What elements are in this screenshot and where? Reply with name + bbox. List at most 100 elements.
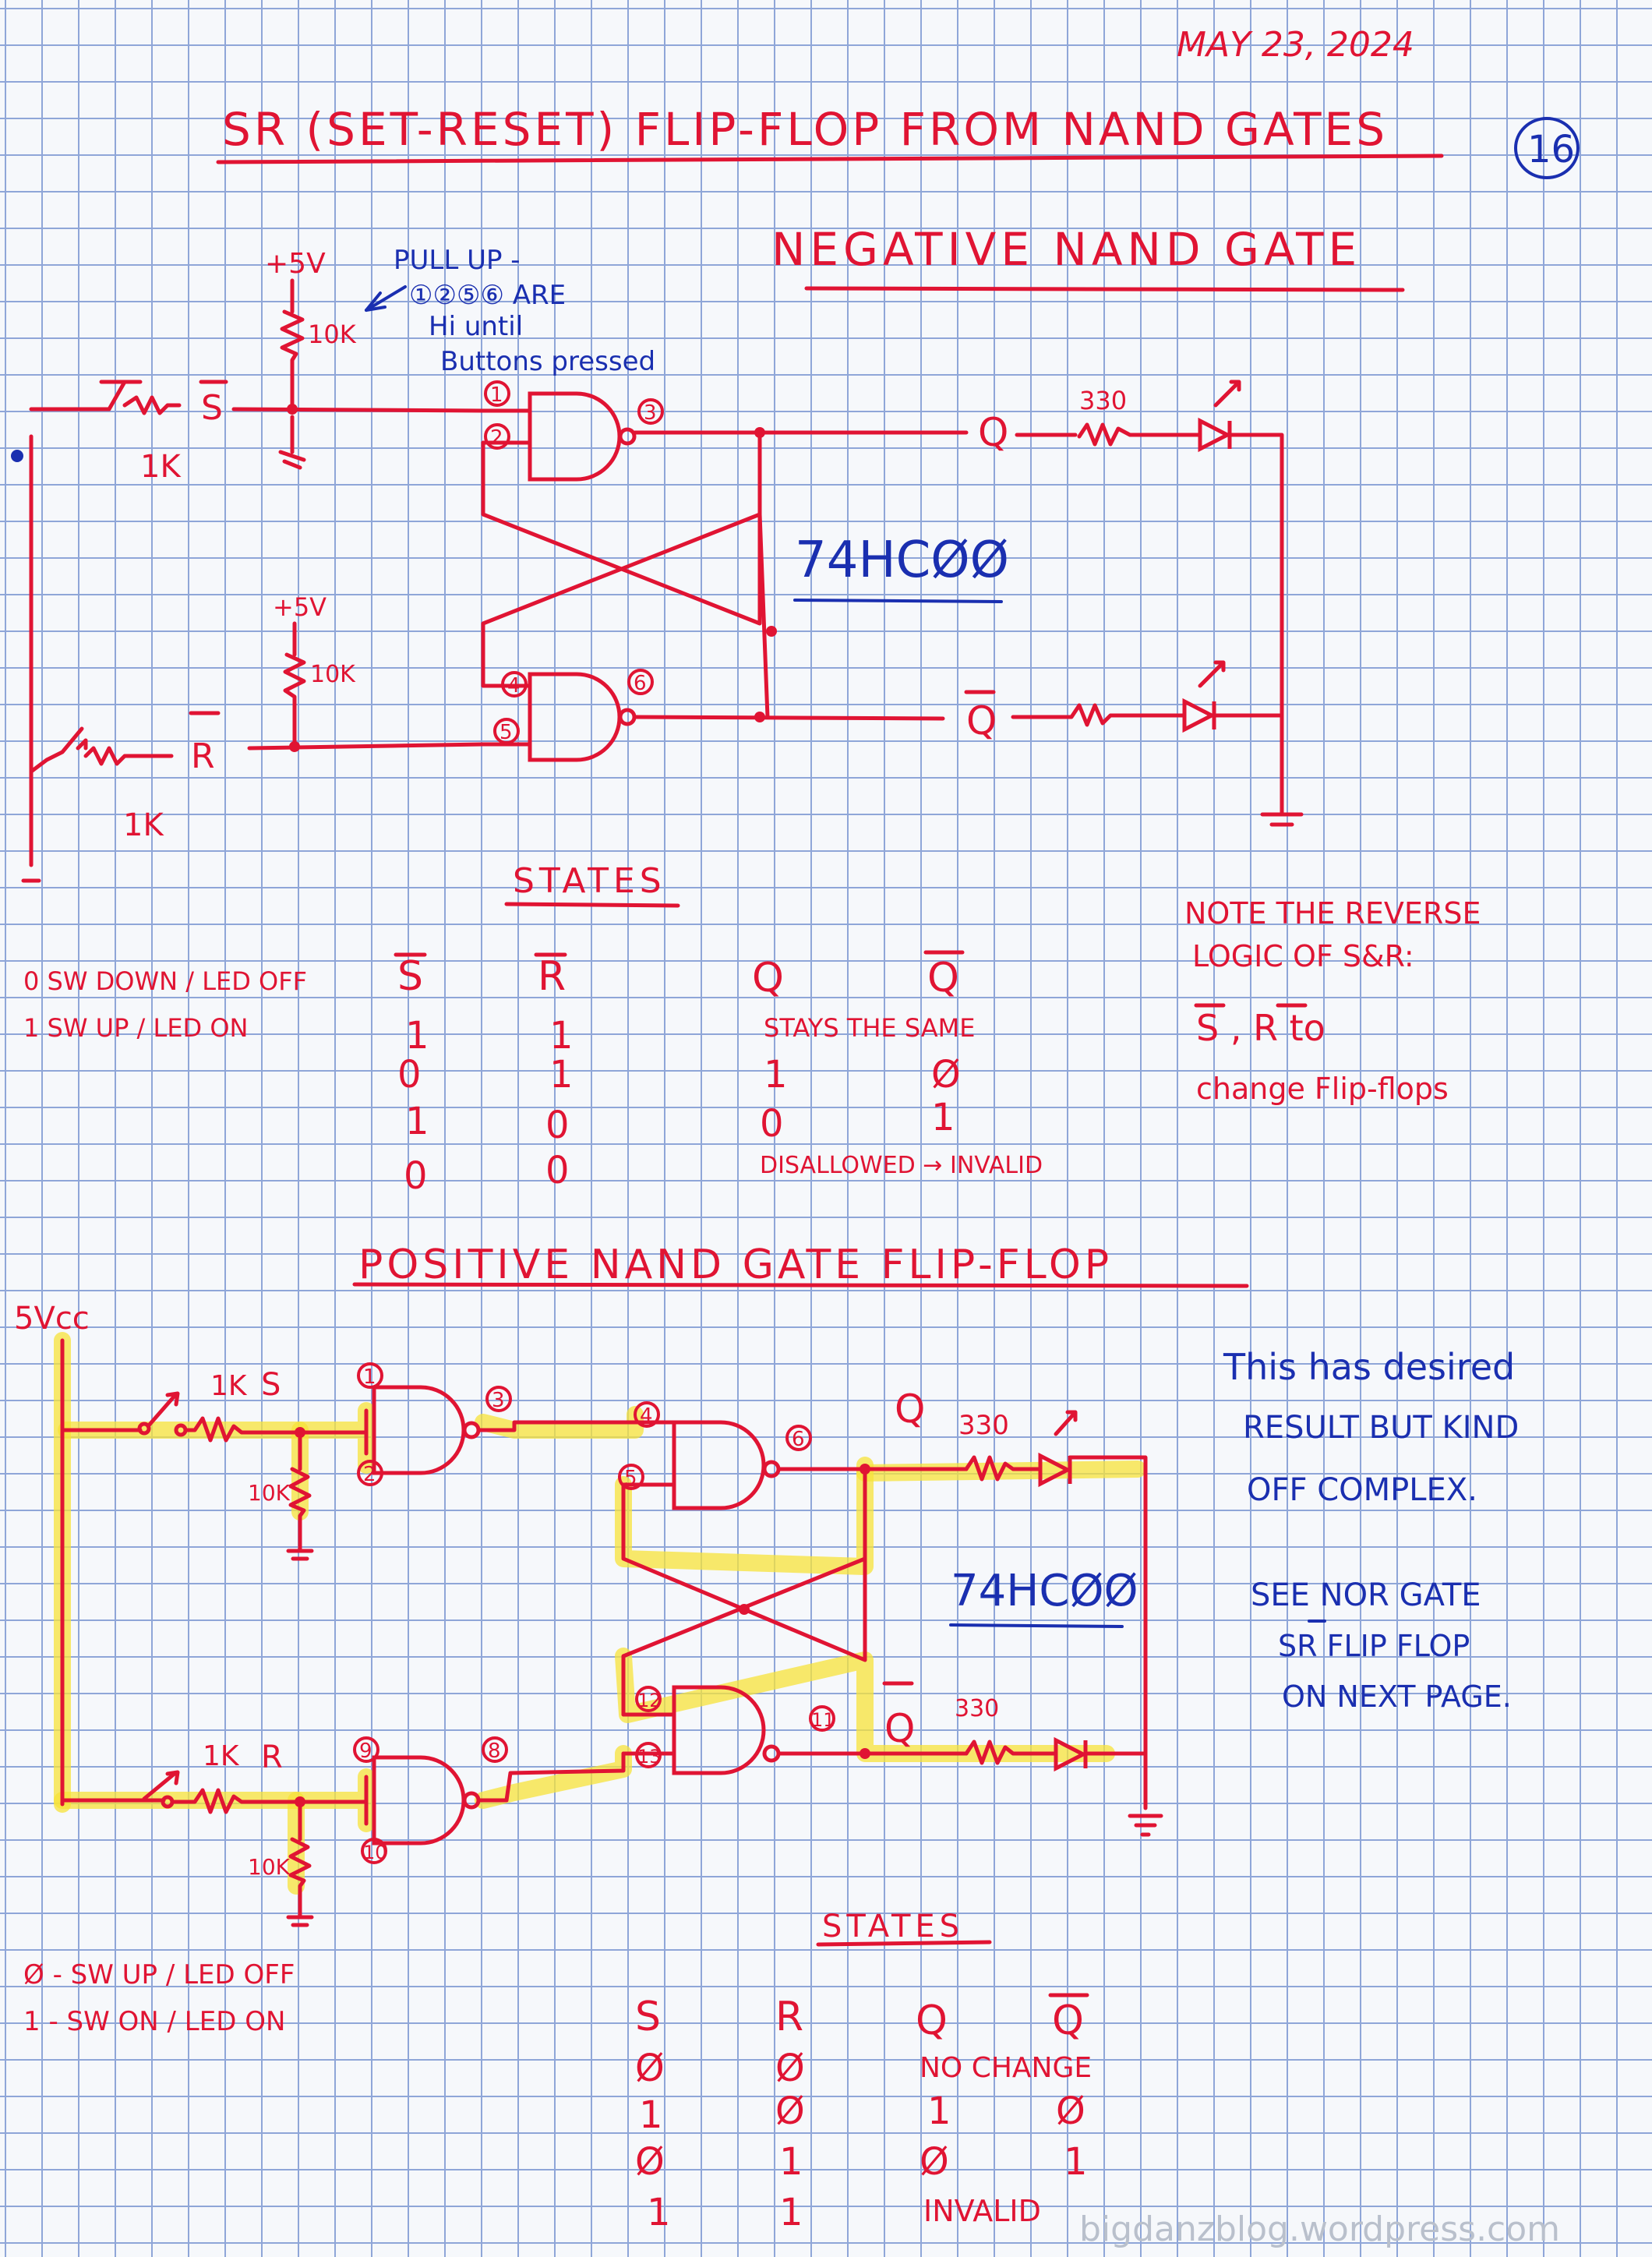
switch-r [142, 1770, 180, 1801]
pin-11-circle [809, 1705, 835, 1732]
wire-g3-to-g4 [477, 1751, 626, 1803]
pin-9-circle [353, 1736, 379, 1763]
states-1-legend: 0 SW DOWN / LED OFF [23, 966, 307, 996]
states-2-cell: INVALID [923, 2194, 1041, 2228]
nand-gate-4 [672, 1685, 766, 1775]
wire-s-to-gate [231, 407, 485, 413]
section2-title-underline [352, 1282, 1249, 1288]
q-bar-label-2: Q [884, 1706, 915, 1751]
pullup-note: PULL UP - ①②⑤⑥ ARE Hi until Buttons pres… [365, 245, 655, 377]
complexity-note-line: OFF COMPLEX. [1247, 1472, 1477, 1508]
pulldown-bottom [286, 1800, 314, 1927]
pin-4-circle [501, 671, 528, 698]
nand-gate-bottom [528, 672, 622, 762]
pullup-resistor-top-label: 10K [308, 320, 357, 349]
junction [766, 626, 777, 637]
pulldown-bottom-label: 10K [248, 1854, 291, 1880]
states-2-underline [816, 1940, 992, 1947]
states-2-header-r: R [775, 1994, 803, 2040]
pullup-note-line: PULL UP - [394, 245, 521, 276]
states-2-header-qbar: Q [1052, 1997, 1084, 2044]
chip-label-2: 74HCØØ [951, 1566, 1138, 1616]
led-resistor-top [1077, 422, 1202, 447]
ground-symbol-2 [1128, 1814, 1163, 1837]
nand-bubble-bottom [618, 708, 637, 726]
states-1-cell: 1 [405, 1014, 429, 1058]
vcc-top-label: +5V [265, 248, 326, 280]
nand-bubble-top [618, 427, 637, 446]
highlight-cross-a [615, 1457, 874, 1575]
chip-label-2-underline [949, 1623, 1124, 1628]
pin-6-circle [785, 1425, 812, 1451]
resistor-r-label: 1K [123, 807, 164, 843]
pulldown-top [286, 1430, 314, 1561]
q-bar-label: Q [966, 698, 997, 744]
pullup-resistor-bottom-label: 10K [310, 661, 356, 688]
states-1-cell: 1 [549, 1053, 574, 1097]
wire-g1-to-g2 [477, 1420, 653, 1432]
cross-wire-a [481, 430, 762, 626]
led-top-emission [1213, 380, 1241, 408]
junction [287, 404, 298, 415]
junction [289, 741, 300, 752]
pullup-resistor-top [280, 278, 305, 411]
s-label: S [261, 1367, 281, 1403]
section-negative-nand: NEGATIVE NAND GATE PULL UP - ①②⑤⑥ ARE Hi… [11, 223, 1405, 883]
reverse-logic-note: NOTE THE REVERSE [1184, 896, 1481, 931]
section1-title-underline [804, 286, 1405, 292]
pin-11: 11 [811, 1709, 835, 1731]
led-resistor-bottom-2 [964, 1740, 1058, 1765]
nand-gate-1 [372, 1385, 466, 1475]
states-1-header-s: S [397, 953, 423, 1000]
pin-8-circle [482, 1736, 508, 1763]
switch-s [146, 1391, 180, 1429]
switch-s-contact [137, 1422, 151, 1436]
states-2-cell: NO CHANGE [920, 2052, 1092, 2084]
states-1-cell: 1 [931, 1096, 955, 1139]
pin-3-circle [637, 398, 664, 425]
pin-2-circle [357, 1460, 383, 1486]
resistor-r-1k [83, 746, 174, 766]
gate-4-inputs [621, 1712, 676, 1756]
section1-title: NEGATIVE NAND GATE [771, 223, 1361, 276]
title-underline [216, 154, 1444, 164]
pin-13-circle [635, 1742, 662, 1768]
vcc-bottom-label: +5V [273, 592, 327, 622]
states-2-title: STATES [822, 1909, 964, 1944]
header: MAY 23, 2024 SR (SET-RESET) FLIP-FLOP FR… [216, 25, 1580, 179]
junction [860, 1748, 870, 1759]
led-bottom-resistor-label: 330 [955, 1695, 999, 1722]
led-resistor-top-label: 330 [1079, 386, 1127, 415]
ground-symbol-right [1260, 812, 1304, 827]
states-2-legend: 1 - SW ON / LED ON [23, 2006, 285, 2037]
states-1-cell: 0 [397, 1053, 422, 1097]
pin-6: 6 [634, 672, 647, 695]
pin-8: 8 [488, 1740, 501, 1763]
states-table-1: STATES 0 SW DOWN / LED OFF 1 SW UP / LED… [23, 861, 1481, 1198]
pin-4: 4 [507, 674, 521, 698]
nand-gate-top [528, 391, 622, 482]
states-1-header-qbar: Q [927, 955, 959, 1001]
nand-gate-2 [672, 1420, 766, 1510]
states-2-cell: Ø [775, 2089, 805, 2133]
pin-10-circle [361, 1838, 387, 1864]
pin-3: 3 [492, 1389, 505, 1412]
wire-q-bar [633, 715, 945, 721]
ground-symbol-left [21, 855, 41, 883]
states-1-legend: 1 SW UP / LED ON [23, 1013, 248, 1043]
chip-label-1: 74HCØØ [795, 532, 1009, 589]
led-resistor-top-2 [964, 1455, 1043, 1482]
nand-bubble-2 [762, 1460, 781, 1478]
pullup-note-line: Hi until [429, 311, 523, 342]
pullup-arrowhead [365, 291, 387, 312]
led-top-resistor-label: 330 [958, 1410, 1009, 1441]
r-label: R [261, 1740, 283, 1775]
states-2-cell: 1 [647, 2191, 671, 2234]
states-1-cell: DISALLOWED → INVALID [760, 1152, 1043, 1179]
wire-led-return [1227, 433, 1284, 817]
r-bar-label: R [191, 736, 215, 776]
pin-4: 4 [640, 1404, 653, 1428]
reverse-logic-note: change Flip-flops [1196, 1072, 1449, 1106]
states-2-cell: 1 [779, 2191, 803, 2234]
wire-led-return-2 [1068, 1455, 1148, 1810]
